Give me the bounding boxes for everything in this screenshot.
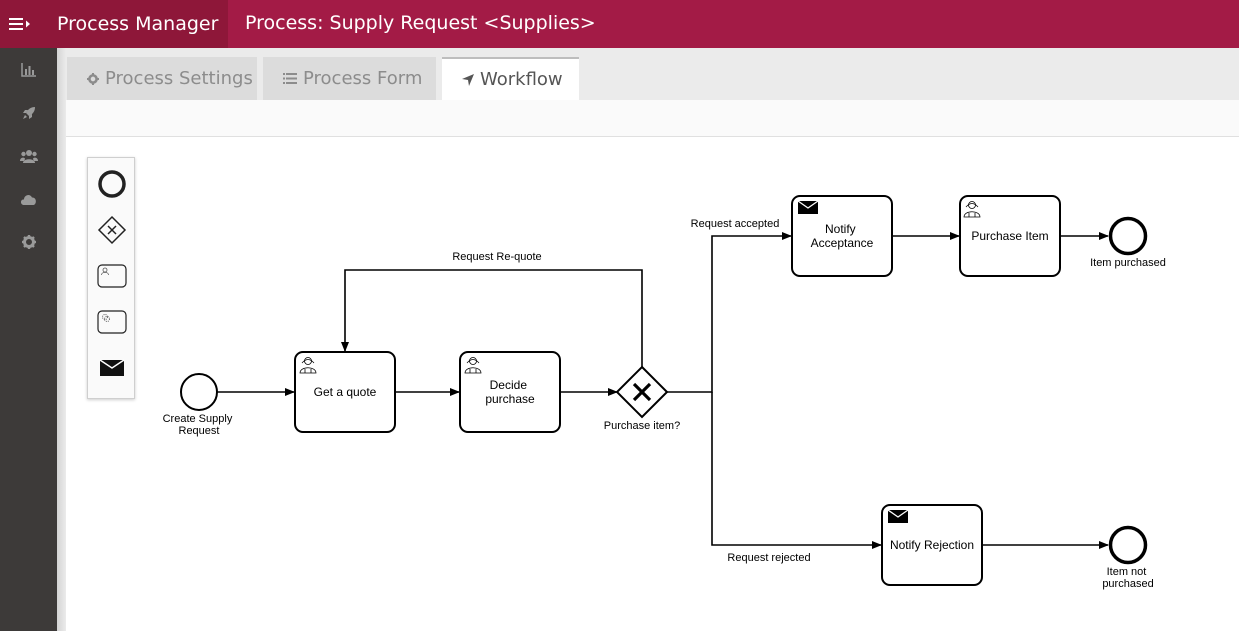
sidebar xyxy=(0,48,57,631)
gateway-icon xyxy=(97,215,127,245)
end-event-not-purchased-label: Item not purchased xyxy=(1102,566,1153,590)
task-notify-acceptance[interactable]: Notify Acceptance xyxy=(791,195,893,277)
tab-label: Process Form xyxy=(303,68,423,89)
start-event-label: Create Supply Request xyxy=(163,413,236,437)
task-notify-acceptance-line2: Acceptance xyxy=(811,236,874,250)
task-decide-purchase[interactable]: Decide purchase xyxy=(459,351,561,433)
bar-chart-icon xyxy=(20,63,36,77)
palette-user-task[interactable] xyxy=(92,256,132,296)
service-task-icon xyxy=(97,310,127,334)
end-event-icon xyxy=(98,170,126,198)
list-icon xyxy=(283,73,297,84)
gear-icon xyxy=(21,235,36,249)
tab-workflow[interactable]: Workflow xyxy=(442,57,579,100)
palette-service-task[interactable] xyxy=(92,302,132,342)
task-get-quote-label: Get a quote xyxy=(314,385,377,399)
user-task-icon xyxy=(97,264,127,288)
task-notify-acceptance-label: Notify Acceptance xyxy=(811,222,874,250)
start-event-label-line1: Create Supply xyxy=(163,413,233,425)
envelope-icon xyxy=(887,509,909,524)
start-event[interactable]: Create Supply Request xyxy=(163,373,236,437)
exclusive-gateway[interactable]: Purchase item? xyxy=(604,365,680,432)
palette-message-task[interactable] xyxy=(92,348,132,388)
sidebar-item-cloud[interactable] xyxy=(0,181,57,217)
task-decide-label-line1: Decide xyxy=(490,378,528,392)
rocket-icon xyxy=(22,107,35,119)
end-event-purchased[interactable]: Item purchased xyxy=(1090,216,1166,270)
element-palette xyxy=(87,157,135,399)
gateway-label: Purchase item? xyxy=(604,420,680,432)
envelope-icon xyxy=(797,200,819,215)
flow-requote-label: Request Re-quote xyxy=(452,251,541,263)
menu-toggle-icon[interactable] xyxy=(0,0,40,48)
gear-icon xyxy=(87,72,99,85)
sidebar-shadow xyxy=(57,48,66,631)
task-notify-rejection[interactable]: Notify Rejection xyxy=(881,504,983,586)
tab-process-form[interactable]: Process Form xyxy=(263,57,436,100)
brand-title[interactable]: Process Manager xyxy=(57,13,219,35)
flow-accepted-label: Request accepted xyxy=(691,218,780,230)
location-arrow-icon xyxy=(462,73,474,86)
palette-gateway[interactable] xyxy=(92,210,132,250)
task-purchase-label: Purchase Item xyxy=(971,229,1048,243)
flow-accepted[interactable] xyxy=(667,232,792,393)
task-decide-label-line2: purchase xyxy=(485,392,535,406)
tab-process-settings[interactable]: Process Settings xyxy=(67,57,257,100)
sidebar-item-settings[interactable] xyxy=(0,224,57,260)
start-event-label-line2: Request xyxy=(179,425,220,437)
tab-bar: Process Settings Process Form Workflow xyxy=(66,48,1239,100)
users-icon xyxy=(19,150,38,163)
sequence-flows xyxy=(217,232,1109,549)
message-task-icon xyxy=(99,359,125,376)
task-purchase-item[interactable]: Purchase Item xyxy=(959,195,1061,277)
end-event-not-purchased[interactable]: Item not purchased xyxy=(1102,525,1154,591)
flow-rejected[interactable] xyxy=(711,392,882,549)
brand: Process Manager xyxy=(0,0,228,48)
task-notify-rejection-label: Notify Rejection xyxy=(890,538,974,552)
editor-toolbar xyxy=(66,100,1239,137)
tab-label: Process Settings xyxy=(105,68,253,89)
top-bar: Process Manager Process: Supply Request … xyxy=(0,0,1239,48)
page-title: Process: Supply Request <Supplies> xyxy=(245,12,596,34)
task-notify-acceptance-line1: Notify xyxy=(825,222,856,236)
sidebar-item-reports[interactable] xyxy=(0,52,57,88)
sidebar-item-launch[interactable] xyxy=(0,95,57,131)
flow-rejected-label: Request rejected xyxy=(727,552,810,564)
cloud-icon xyxy=(21,194,36,205)
flow-requote[interactable] xyxy=(341,269,643,367)
task-get-quote[interactable]: Get a quote xyxy=(294,351,396,433)
end-event-purchased-label: Item purchased xyxy=(1090,257,1166,269)
end-event-not-purchased-line2: purchased xyxy=(1102,578,1153,590)
end-event-not-purchased-line1: Item not xyxy=(1107,566,1147,578)
tab-label: Workflow xyxy=(480,69,563,90)
palette-end-event[interactable] xyxy=(92,164,132,204)
sidebar-item-users[interactable] xyxy=(0,138,57,174)
task-decide-label: Decide purchase xyxy=(485,378,535,406)
